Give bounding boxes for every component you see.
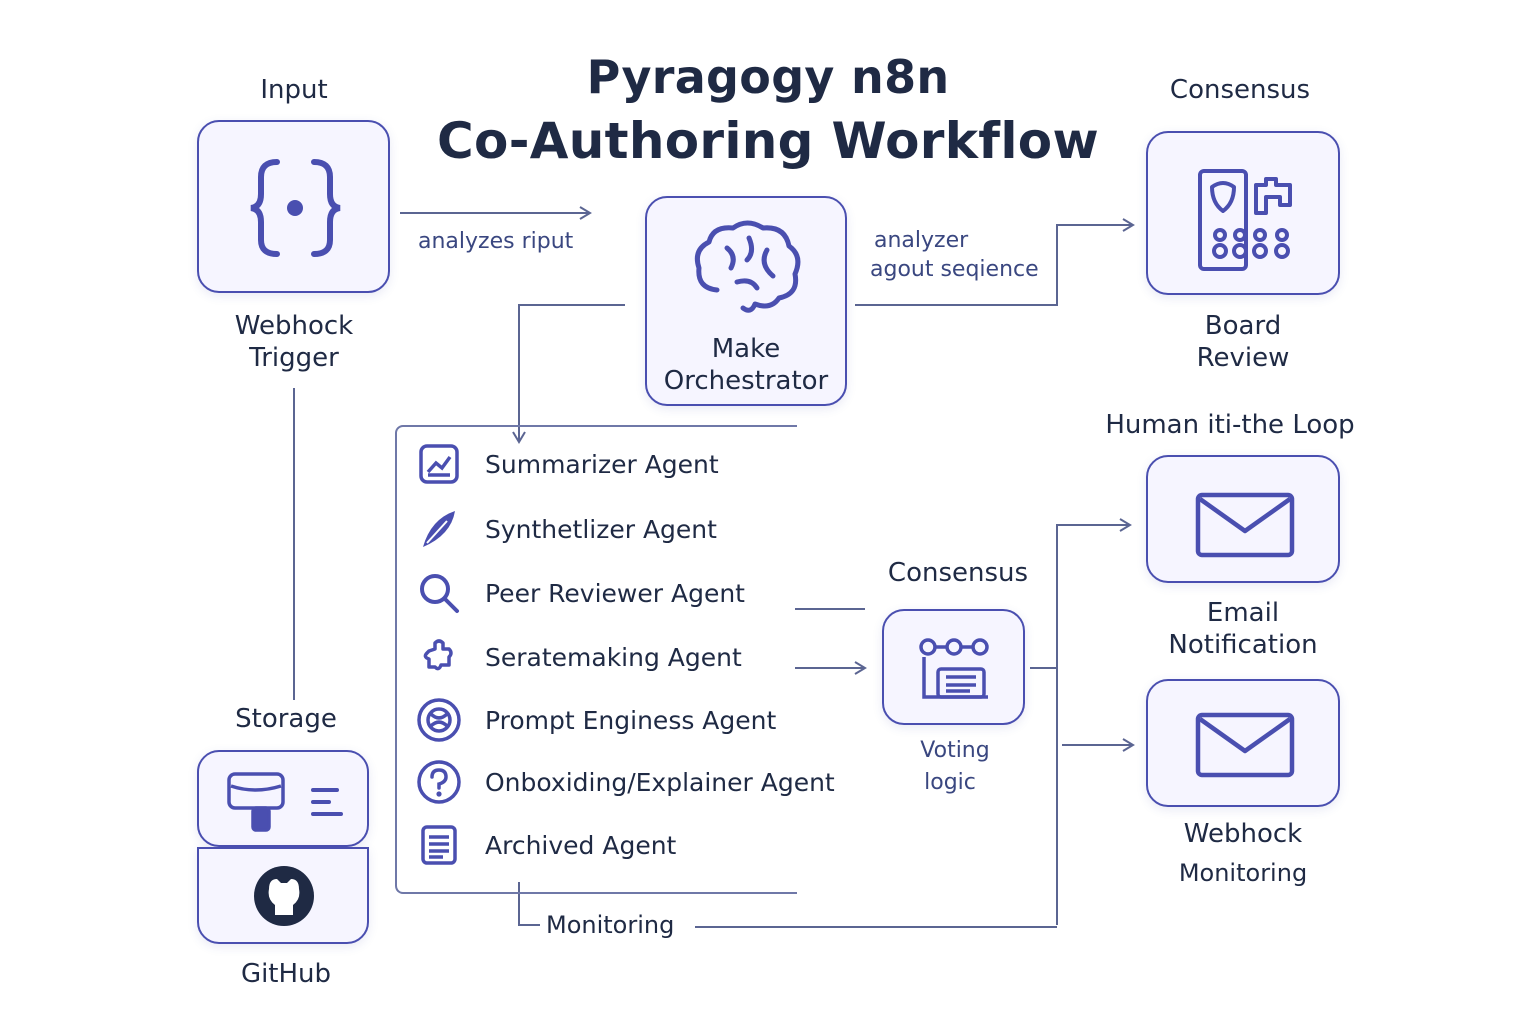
edge-label-analyzes-input: analyzes riput (418, 229, 574, 254)
agent-label: Prompt Enginess Agent (485, 705, 777, 735)
board-icon (1198, 169, 1292, 271)
edge-orchestrator-to-agents (512, 304, 625, 444)
hitl-heading: Human iti-the Loop (1105, 410, 1355, 440)
edge-to-email (1056, 518, 1132, 925)
agent-seratemaking[interactable]: Seratemaking Agent (415, 635, 742, 679)
orchestrator-label-2: Orchestrator (663, 366, 829, 396)
webhook-monitoring-node[interactable] (1146, 679, 1340, 807)
webhook-monitoring-label-2: Monitoring (1178, 859, 1308, 887)
agent-label: Peer Reviewer Agent (485, 578, 745, 608)
agent-synthesizer[interactable]: Synthetlizer Agent (415, 507, 717, 551)
storage-heading: Storage (235, 704, 337, 734)
board-label-2: Review (1196, 343, 1290, 373)
board-heading: Consensus (1169, 75, 1311, 105)
edge-agents-to-monitoring (518, 882, 540, 926)
consensus-voting-node[interactable] (882, 609, 1025, 725)
agent-label: Synthetlizer Agent (485, 514, 717, 544)
agent-archived[interactable]: Archived Agent (415, 823, 676, 867)
magnifier-icon (415, 571, 463, 615)
gear-globe-icon (415, 698, 463, 742)
email-notification-node[interactable] (1146, 455, 1340, 583)
chart-icon (415, 442, 463, 486)
github-node[interactable] (197, 847, 369, 944)
email-label-2: Notification (1168, 630, 1318, 660)
agent-prompt-engineer[interactable]: Prompt Enginess Agent (415, 698, 776, 742)
webhook-monitoring-label-1: Webhock (1183, 819, 1303, 849)
envelope-icon (1195, 712, 1295, 778)
braces-icon (250, 159, 341, 257)
email-label-1: Email (1206, 598, 1280, 628)
agent-peer-reviewer[interactable]: Peer Reviewer Agent (415, 571, 745, 615)
webhook-trigger-label-2: Trigger (249, 343, 339, 373)
board-review-node[interactable] (1146, 131, 1340, 295)
input-heading: Input (260, 75, 328, 105)
puzzle-icon (415, 635, 463, 679)
edge-label-monitoring: Monitoring (546, 911, 675, 939)
agents-group (395, 425, 797, 894)
github-icon (254, 866, 314, 926)
orchestrator-node[interactable] (645, 196, 847, 406)
agent-label: Onboxiding/Explainer Agent (485, 767, 835, 797)
webhook-trigger-node[interactable] (197, 120, 390, 293)
webhook-trigger-label-1: Webhock (234, 311, 354, 341)
board-label-1: Board (1204, 311, 1282, 341)
edge-orchestrator-to-board (855, 218, 1135, 306)
agent-label: Seratemaking Agent (485, 642, 742, 672)
agent-label: Summarizer Agent (485, 449, 719, 479)
agent-label: Archived Agent (485, 830, 677, 860)
consensus-label-1: Voting (920, 738, 990, 763)
envelope-icon (1195, 492, 1295, 558)
agent-explainer[interactable]: Onboxiding/Explainer Agent (415, 760, 835, 804)
diagram-title-line1: Pyragogy n8n (586, 50, 950, 104)
orchestrator-label-1: Make (711, 334, 781, 364)
feather-icon (415, 507, 463, 551)
document-icon (415, 823, 463, 867)
consensus-heading: Consensus (887, 558, 1029, 588)
edge-label-analyzer: analyzer (874, 228, 969, 253)
question-icon (415, 760, 463, 804)
consensus-label-2: logic (924, 770, 976, 795)
voting-icon (919, 638, 989, 699)
storage-node[interactable] (197, 750, 369, 847)
diagram-title-line2: Co-Authoring Workflow (437, 112, 1099, 170)
edge-label-agent-sequence: agout seqience (870, 257, 1039, 282)
github-label: GitHub (240, 959, 332, 989)
brain-icon (694, 220, 801, 313)
agent-summarizer[interactable]: Summarizer Agent (415, 442, 719, 486)
lines-icon (311, 788, 343, 816)
storage-icon (227, 772, 285, 832)
